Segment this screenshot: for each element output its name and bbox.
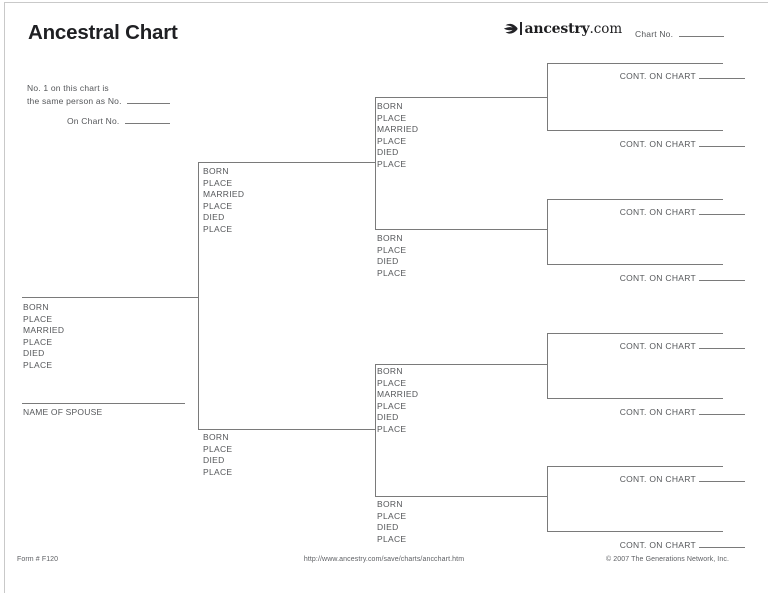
field-label-died: DIED [377,522,399,533]
field-label-married: MARRIED [377,124,419,135]
form-number: Form # F120 [17,556,59,563]
cont-on-chart-5: CONT. ON CHART [495,340,745,351]
cont-on-chart-7: CONT. ON CHART [495,473,745,484]
field-label-place: PLACE [203,443,233,454]
cont-on-chart-6: CONT. ON CHART [495,406,745,417]
field-label-born: BORN [377,499,403,509]
field-label-died: DIED [203,455,225,466]
field-label-place: PLACE [23,336,53,347]
cont-blank [699,406,745,415]
field-label-born: BORN [377,101,403,111]
page-left-edge [4,2,5,593]
bracket-paternal-grandparents [375,97,547,230]
field-label-died: DIED [377,256,399,267]
field-label-place: PLACE [203,200,233,211]
field-label-born: BORN [23,302,49,312]
field-label-place: PLACE [23,313,53,324]
field-label-born: BORN [377,366,403,376]
field-label-place: PLACE [377,267,407,278]
page-top-edge [4,2,768,3]
cont-on-chart-4: CONT. ON CHART [495,272,745,283]
same-person-no-blank [127,95,171,104]
bracket-maternal-grandparents [375,364,547,497]
field-label-born: BORN [203,166,229,176]
logo-brand-text: ancestry [524,20,590,37]
field-label-place: PLACE [377,423,407,434]
field-label-place: PLACE [377,533,407,544]
field-label-married: MARRIED [23,325,65,336]
note-line-3-label: On Chart No. [67,116,120,126]
field-label-died: DIED [203,212,225,223]
field-label-died: DIED [377,147,399,158]
field-label-born: BORN [203,432,229,442]
footer-url: http://www.ancestry.com/save/charts/ancc… [303,556,465,563]
cont-blank [699,539,745,548]
bracket-parents [198,162,375,430]
cont-blank [699,272,745,281]
field-label-married: MARRIED [377,389,419,400]
footer-copyright: © 2007 The Generations Network, Inc. [605,556,729,563]
cont-on-chart-2: CONT. ON CHART [495,138,745,149]
bracket-great-grandparents-2 [547,199,723,265]
field-label-place: PLACE [203,466,233,477]
note-line-1: No. 1 on this chart is [27,83,109,93]
cont-blank [699,340,745,349]
bracket-great-grandparents-3 [547,333,723,399]
field-label-place: PLACE [377,510,407,521]
cont-blank [699,473,745,482]
field-label-place: PLACE [203,223,233,234]
person1-line [22,297,198,298]
chart-no-blank [678,28,724,37]
name-of-spouse-label: NAME OF SPOUSE [23,407,103,417]
page-title: Ancestral Chart [28,21,178,44]
field-label-place: PLACE [377,244,407,255]
field-label-born: BORN [377,233,403,243]
spouse-line [22,403,185,404]
leaf-icon [503,23,518,34]
note-line-3: On Chart No. [67,115,171,126]
field-label-died: DIED [377,412,399,423]
note-line-2: the same person as No. [27,95,171,106]
cont-label: CONT. ON CHART [619,540,696,550]
cont-blank [699,70,745,79]
cont-label: CONT. ON CHART [619,207,696,217]
cont-label: CONT. ON CHART [619,273,696,283]
cont-on-chart-8: CONT. ON CHART [495,539,745,550]
field-label-place: PLACE [377,135,407,146]
field-label-place: PLACE [203,177,233,188]
field-label-married: MARRIED [203,189,245,200]
on-chart-no-blank [125,115,171,124]
cont-label: CONT. ON CHART [619,341,696,351]
cont-label: CONT. ON CHART [619,407,696,417]
note-line-2-label: the same person as No. [27,96,122,106]
bracket-great-grandparents-1 [547,63,723,131]
cont-blank [699,138,745,147]
cont-label: CONT. ON CHART [619,474,696,484]
bracket-great-grandparents-4 [547,466,723,532]
logo-divider [520,22,522,35]
logo-tld-text: .com [589,20,623,37]
ancestry-logo: ancestry .com [502,20,622,37]
cont-on-chart-3: CONT. ON CHART [495,206,745,217]
chart-no-label: Chart No. [635,29,674,39]
chart-no-field: Chart No. [635,28,724,39]
cont-label: CONT. ON CHART [619,139,696,149]
cont-on-chart-1: CONT. ON CHART [495,70,745,81]
cont-blank [699,206,745,215]
field-label-place: PLACE [377,377,407,388]
field-label-died: DIED [23,348,45,359]
field-label-place: PLACE [377,112,407,123]
field-label-place: PLACE [377,400,407,411]
field-label-place: PLACE [377,158,407,169]
field-label-place: PLACE [23,359,53,370]
cont-label: CONT. ON CHART [619,71,696,81]
